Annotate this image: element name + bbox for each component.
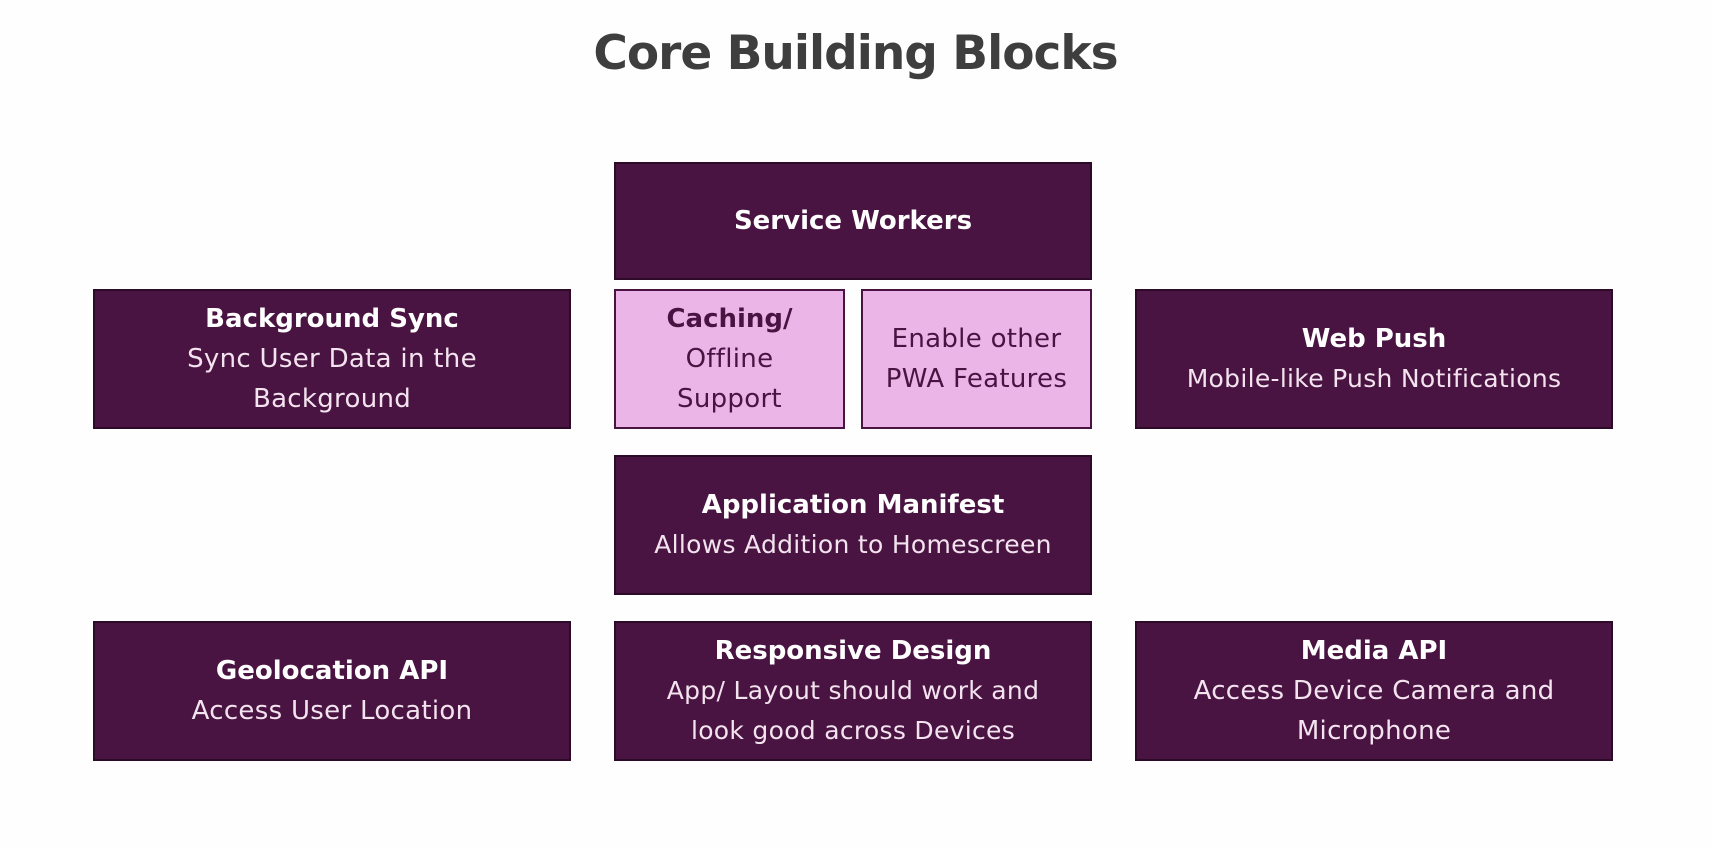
responsive-design-description: App/ Layout should work and look good ac… [666,676,1040,745]
application-manifest-title: Application Manifest [701,490,1005,520]
media-api-title: Media API [1300,636,1448,666]
media-api-block: Media API Access Device Camera and Micro… [1135,621,1613,761]
web-push-title: Web Push [1301,324,1447,354]
service-workers-block: Service Workers [614,162,1092,280]
geolocation-api-block: Geolocation API Access User Location [93,621,571,761]
background-sync-title: Background Sync [205,304,459,334]
application-manifest-block: Application Manifest Allows Addition to … [614,455,1092,595]
caching-offline-block: Caching/ Offline Support [614,289,845,429]
caching-description: Offline Support [677,344,782,414]
web-push-description: Mobile-like Push Notifications [1186,364,1562,393]
service-workers-title: Service Workers [733,206,973,236]
background-sync-block: Background Sync Sync User Data in the Ba… [93,289,571,429]
page-title: Core Building Blocks [593,26,1118,81]
enable-pwa-features-block: Enable other PWA Features [861,289,1092,429]
geolocation-api-title: Geolocation API [215,656,449,686]
background-sync-description: Sync User Data in the Background [187,344,477,414]
web-push-block: Web Push Mobile-like Push Notifications [1135,289,1613,429]
application-manifest-description: Allows Addition to Homescreen [654,530,1052,559]
caching-title: Caching/ [666,304,793,334]
enable-pwa-features-description: Enable other PWA Features [885,324,1068,394]
media-api-description: Access Device Camera and Microphone [1193,676,1555,746]
geolocation-api-description: Access User Location [191,696,473,726]
responsive-design-block: Responsive Design App/ Layout should wor… [614,621,1092,761]
responsive-design-title: Responsive Design [714,636,992,666]
